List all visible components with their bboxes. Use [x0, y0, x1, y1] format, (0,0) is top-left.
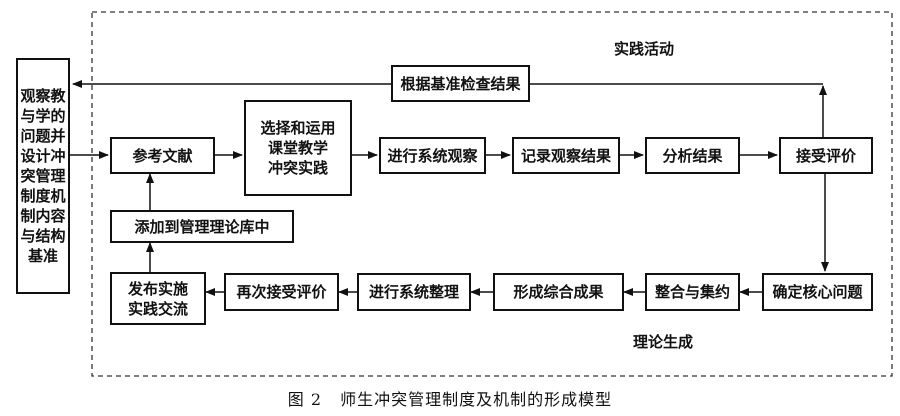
node-basis: 观察教 与学的 问题并 设计冲 突管理 制度机 制内容 与结构 基准	[16, 58, 70, 294]
node-basis-line: 突管理	[20, 167, 66, 185]
node-re-accept: 再次接受评价	[224, 273, 339, 311]
node-publish-line: 实践交流	[127, 299, 188, 318]
node-basis-line: 制度机	[20, 187, 66, 205]
node-basis-line: 设计冲	[20, 147, 66, 165]
node-basis-line: 与学的	[20, 107, 66, 125]
node-literature: 参考文献	[110, 137, 215, 174]
node-record: 记录观察结果	[512, 137, 620, 174]
node-accept: 接受评价	[779, 137, 873, 174]
node-select-apply-line: 选择和运用	[260, 119, 336, 137]
node-select-apply-line: 冲突实践	[267, 159, 328, 177]
node-publish-line: 发布实施	[127, 279, 188, 298]
practice-theory-region-border	[91, 11, 893, 377]
figure-title: 师生冲突管理制度及机制的形成模型	[340, 390, 613, 409]
figure-caption: 图 2 师生冲突管理制度及机制的形成模型	[0, 386, 900, 410]
node-basis-line: 与结构	[20, 227, 66, 245]
node-publish: 发布实施 实践交流	[110, 272, 206, 325]
node-check: 根据基准检查结果	[391, 65, 530, 102]
node-integrate: 整合与集约	[645, 273, 740, 311]
node-core-issue: 确定核心问题	[762, 273, 873, 311]
practice-region-label: 实践活动	[614, 40, 675, 58]
theory-region-label: 理论生成	[633, 333, 694, 351]
node-form-result: 形成综合成果	[493, 273, 624, 311]
node-basis-line: 观察教	[20, 87, 66, 105]
node-organize: 进行系统整理	[357, 273, 471, 311]
node-analyze: 分析结果	[645, 137, 740, 174]
node-add-library: 添加到管理理论库中	[110, 210, 294, 243]
node-observe: 进行系统观察	[379, 137, 486, 174]
node-select-apply: 选择和运用 课堂教学 冲突实践	[244, 100, 352, 196]
node-basis-line: 基准	[27, 247, 58, 265]
node-basis-line: 问题并	[20, 127, 66, 145]
figure-number: 图 2	[287, 390, 323, 409]
node-select-apply-line: 课堂教学	[267, 139, 328, 157]
node-basis-line: 制内容	[20, 207, 66, 225]
